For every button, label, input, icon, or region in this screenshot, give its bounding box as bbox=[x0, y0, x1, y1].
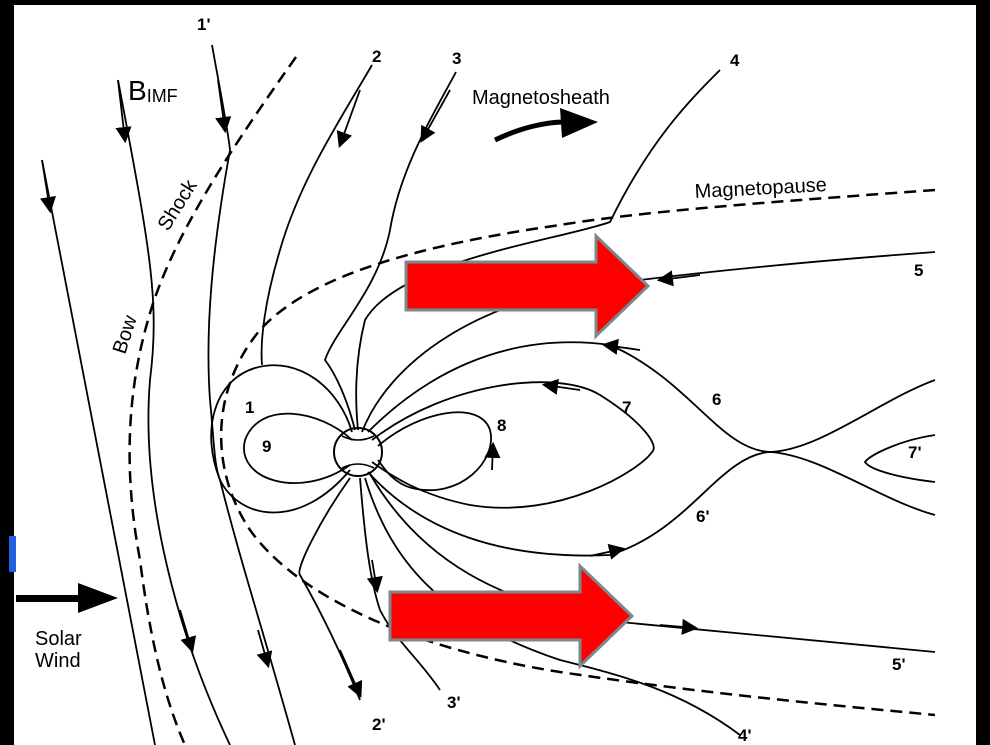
field-line-number-4: 4 bbox=[730, 51, 740, 70]
field-line-b-lower-arrow bbox=[180, 610, 192, 650]
solar-wind-field-line-b bbox=[118, 80, 230, 745]
red-arrow-upper bbox=[406, 236, 648, 336]
shock-label: Shock bbox=[154, 175, 203, 235]
magnetosheath-flow-arrowhead bbox=[560, 108, 598, 138]
solar-wind-arrowhead bbox=[78, 583, 118, 613]
red-arrow-lower bbox=[390, 566, 632, 666]
field-line-number-8: 8 bbox=[497, 416, 506, 435]
field-line-number-6: 6 bbox=[712, 390, 721, 409]
field-line-number-2prime: 2' bbox=[372, 715, 386, 734]
field-line-number-3prime: 3' bbox=[447, 693, 461, 712]
field-line-number-3: 3 bbox=[452, 49, 461, 68]
earth-circle bbox=[334, 428, 382, 476]
field-line-1prime-arrow bbox=[218, 80, 225, 130]
field-line-8-arrow bbox=[492, 445, 493, 470]
field-line-6-arrow bbox=[605, 345, 640, 350]
field-line-2 bbox=[262, 65, 372, 365]
field-line-6prime bbox=[368, 452, 935, 556]
field-line-2prime-arrow bbox=[340, 650, 360, 695]
field-line-3prime bbox=[360, 478, 440, 690]
solar-wind-field-line-a-arrow bbox=[42, 160, 50, 210]
field-line-number-6prime: 6' bbox=[696, 507, 710, 526]
field-line-1 bbox=[211, 365, 352, 480]
field-line-number-1: 1 bbox=[245, 398, 254, 417]
field-line-7prime bbox=[865, 435, 935, 482]
solar-wind-label-line2: Wind bbox=[35, 650, 81, 672]
field-line-number-4prime: 4' bbox=[738, 726, 752, 745]
bow-label: Bow bbox=[109, 312, 142, 356]
field-line-number-5prime: 5' bbox=[892, 655, 906, 674]
field-line-nose-down bbox=[220, 480, 295, 745]
field-line-3 bbox=[325, 72, 456, 430]
field-line-number-7: 7 bbox=[622, 398, 631, 417]
field-line-2prime bbox=[299, 478, 360, 700]
field-line-number-2: 2 bbox=[372, 47, 381, 66]
magnetosheath-label: Magnetosheath bbox=[472, 87, 610, 109]
field-line-number-9: 9 bbox=[262, 437, 271, 456]
b-imf-label: BIMF bbox=[128, 75, 178, 106]
field-line-number-7prime: 7' bbox=[908, 443, 922, 462]
field-line-number-5: 5 bbox=[914, 261, 923, 280]
field-line-2-arrow bbox=[340, 90, 360, 145]
field-line-3-arrow bbox=[422, 90, 450, 140]
bow-shock-curve bbox=[130, 57, 296, 745]
solar-wind-label-line1: Solar bbox=[35, 628, 82, 650]
magnetopause-label: Magnetopause bbox=[694, 174, 827, 203]
magnetosheath-flow-arrow bbox=[495, 122, 565, 140]
solar-wind-arrow-shaft bbox=[16, 595, 82, 602]
field-line-1prime bbox=[208, 45, 230, 480]
field-line-number-1prime: 1' bbox=[197, 15, 211, 34]
